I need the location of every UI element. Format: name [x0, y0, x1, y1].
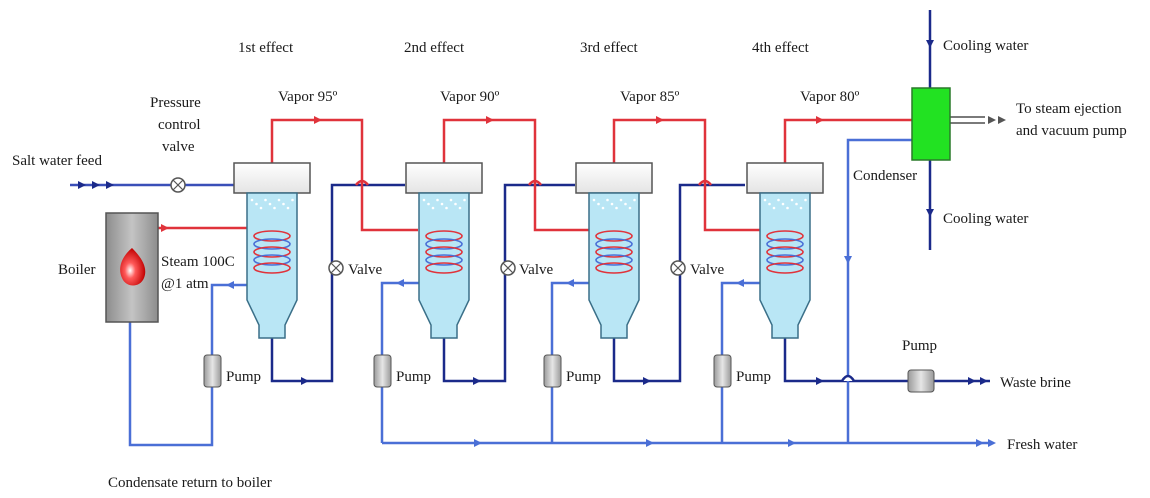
- condensate-return-label: Condensate return to boiler: [108, 475, 272, 491]
- valve-label-2: Valve: [519, 262, 553, 278]
- evaporator-effect-1: [233, 162, 311, 339]
- flame-icon: [120, 248, 146, 286]
- evaporator-effect-3: [575, 162, 653, 339]
- steam-label-1: Steam 100C: [161, 254, 235, 270]
- brine-arrow-icon: [301, 377, 309, 385]
- vapor-arrow-icon: [816, 116, 824, 124]
- waste-brine-pipe: [783, 338, 990, 383]
- fresh-water-arrow-icon: [646, 439, 654, 447]
- transfer-3-4: [612, 183, 745, 383]
- drain-arrow-icon: [844, 256, 852, 264]
- valve-label-3: Valve: [690, 262, 724, 278]
- condenser-label: Condenser: [853, 168, 917, 184]
- fresh-water-arrow-icon: [788, 439, 796, 447]
- evaporator-effect-4: [746, 162, 824, 339]
- pump-label-1: Pump: [226, 369, 261, 385]
- pressure-control-valve: [170, 177, 186, 193]
- vapor-label-1: Vapor 95º: [278, 89, 338, 105]
- pump-brine: [907, 369, 935, 393]
- feed-arrow-icon: [78, 181, 86, 189]
- coil-condensate-4: [720, 281, 760, 443]
- cooling-water-arrow-icon: [926, 40, 934, 48]
- valve-label-1: Valve: [348, 262, 382, 278]
- pump-2: [373, 354, 392, 388]
- pump-label-4: Pump: [736, 369, 771, 385]
- feed-arrow-icon: [92, 181, 100, 189]
- waste-brine-arrow-icon: [968, 377, 976, 385]
- brine-arrow-icon: [473, 377, 481, 385]
- ejector-label-2: and vacuum pump: [1016, 123, 1127, 139]
- vapor-line-2: [442, 118, 590, 232]
- condensate-arrow-icon: [226, 281, 234, 289]
- steam-arrow-icon: [161, 224, 169, 232]
- boiler-label: Boiler: [58, 262, 96, 278]
- boiler: [105, 212, 159, 323]
- condenser: [911, 87, 951, 161]
- vapor-line-3: [612, 118, 760, 232]
- cooling-water-top-label: Cooling water: [943, 38, 1028, 54]
- cooling-water-arrow-icon: [926, 209, 934, 217]
- pump-label-3: Pump: [566, 369, 601, 385]
- condenser-drain: [846, 138, 915, 443]
- vapor-arrow-icon: [656, 116, 664, 124]
- valve-1: [328, 260, 344, 276]
- pump-3: [543, 354, 562, 388]
- pressure-valve-label-3: valve: [162, 139, 195, 155]
- vapor-line-4: [783, 118, 915, 165]
- effect-label-1: 1st effect: [238, 40, 294, 56]
- valve-3: [670, 260, 686, 276]
- vapor-label-4: Vapor 80º: [800, 89, 860, 105]
- condensate-return-pipe: [128, 283, 248, 447]
- condensate-arrow-icon: [736, 279, 744, 287]
- vapor-line-1: [270, 118, 418, 232]
- labels: 1st effect 2nd effect 3rd effect 4th eff…: [12, 38, 1127, 491]
- pump-4: [713, 354, 732, 388]
- fresh-water-arrow-icon: [988, 439, 996, 447]
- effect-label-3: 3rd effect: [580, 40, 638, 56]
- vapor-arrow-icon: [314, 116, 322, 124]
- brine-arrow-icon: [816, 377, 824, 385]
- flow-arrows: [78, 40, 1006, 447]
- condensate-arrow-icon: [566, 279, 574, 287]
- ejector-arrow-icon: [988, 116, 996, 124]
- transfer-2-3: [442, 183, 575, 383]
- waste-brine-arrow-icon: [980, 377, 988, 385]
- fresh-water-arrow-icon: [976, 439, 984, 447]
- fresh-water-label: Fresh water: [1007, 437, 1077, 453]
- water-pipes: [70, 10, 990, 447]
- waste-brine-label: Waste brine: [1000, 375, 1071, 391]
- ejector-arrow-icon: [998, 116, 1006, 124]
- vapor-arrow-icon: [486, 116, 494, 124]
- brine-arrow-icon: [643, 377, 651, 385]
- effect-label-4: 4th effect: [752, 40, 810, 56]
- coil-condensate-3: [550, 281, 590, 443]
- coil-condensate-2: [380, 281, 420, 443]
- steam-label-2: @1 atm: [161, 276, 209, 292]
- ejector-label-1: To steam ejection: [1016, 101, 1122, 117]
- cooling-water-bottom-label: Cooling water: [943, 211, 1028, 227]
- salt-water-feed-label: Salt water feed: [12, 153, 102, 169]
- fresh-water-arrow-icon: [474, 439, 482, 447]
- condensate-arrow-icon: [396, 279, 404, 287]
- evaporator-effect-2: [405, 162, 483, 339]
- pressure-valve-label-1: Pressure: [150, 95, 201, 111]
- vapor-label-3: Vapor 85º: [620, 89, 680, 105]
- effect-label-2: 2nd effect: [404, 40, 465, 56]
- pump-label-2: Pump: [396, 369, 431, 385]
- pressure-valve-label-2: control: [158, 117, 201, 133]
- valve-2: [500, 260, 516, 276]
- vapor-pipes: [158, 118, 915, 232]
- pump-label-brine: Pump: [902, 338, 937, 354]
- feed-arrow-icon: [106, 181, 114, 189]
- pump-1: [203, 354, 222, 388]
- vapor-label-2: Vapor 90º: [440, 89, 500, 105]
